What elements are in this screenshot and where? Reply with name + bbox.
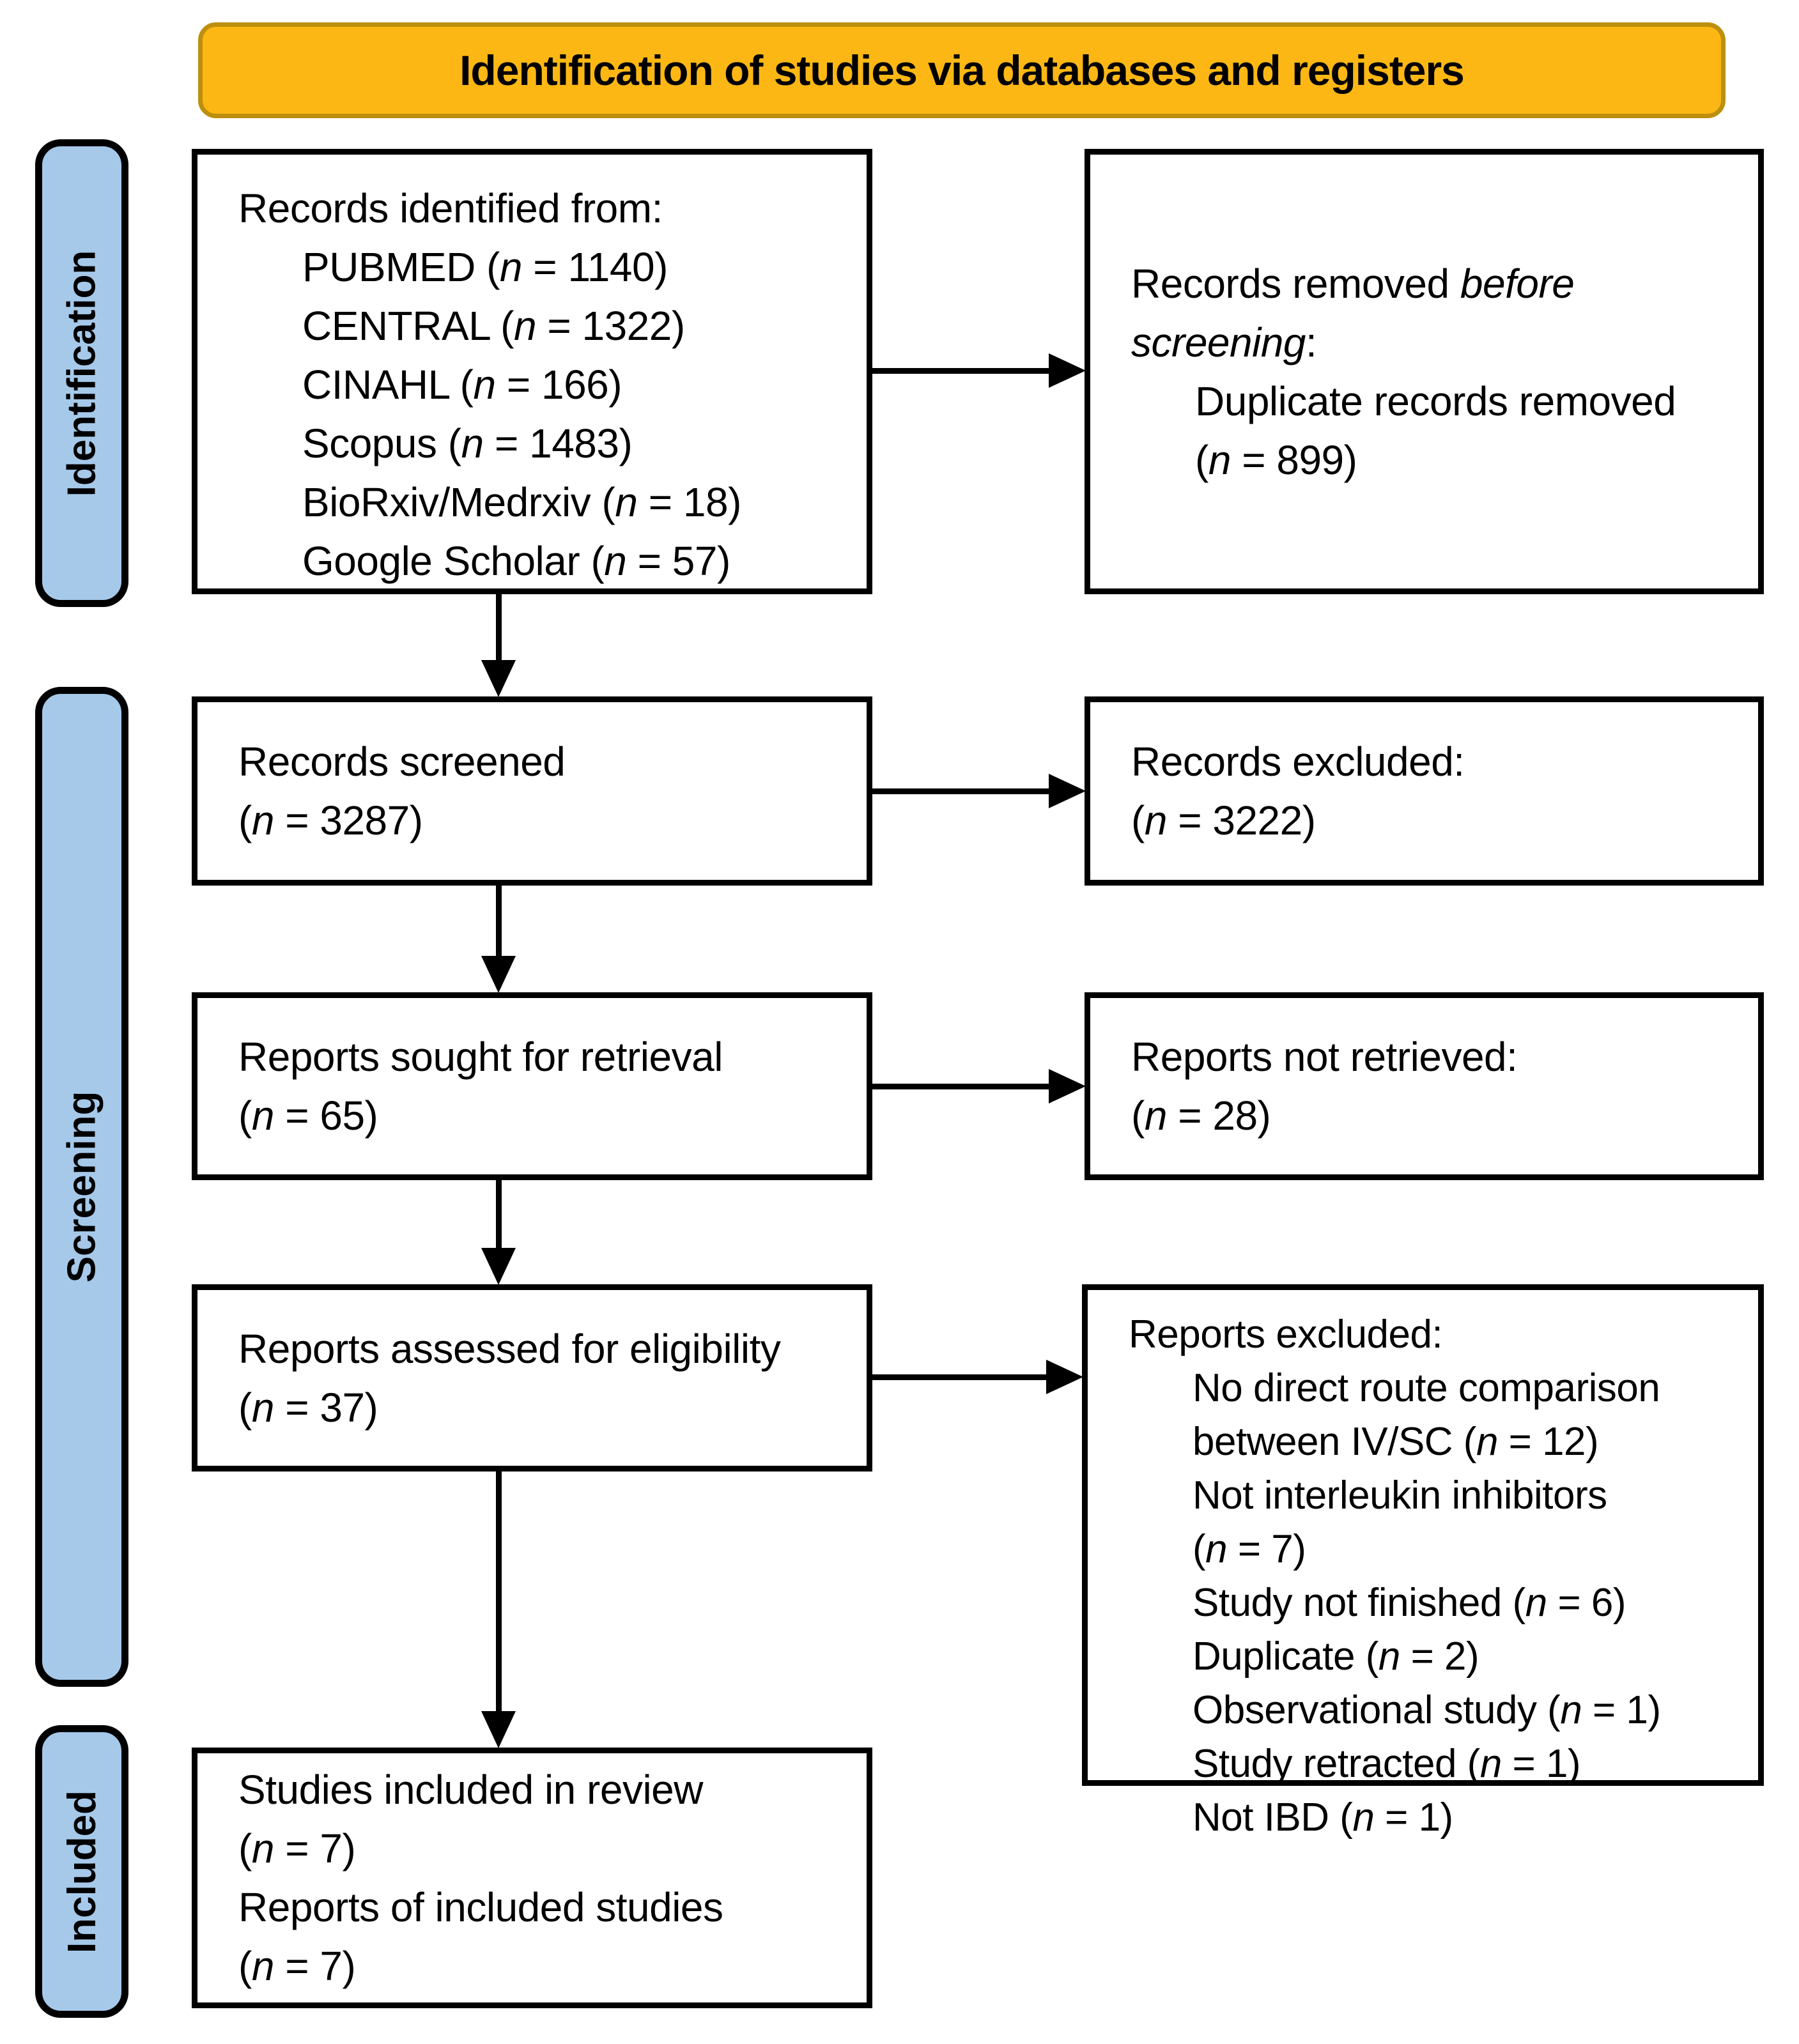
arrow-head-down-icon bbox=[481, 1711, 516, 1748]
stage-label-identification: Identification bbox=[35, 139, 128, 607]
box-line: Scopus (n = 1483) bbox=[302, 420, 633, 466]
arrow-head-right-icon bbox=[1046, 1360, 1083, 1394]
box-records-removed-before-screening: Records removed before screening: Duplicat… bbox=[1085, 149, 1764, 594]
box-line: CINAHL (n = 166) bbox=[302, 362, 622, 408]
arrow-stem bbox=[872, 1374, 1047, 1380]
diagram-title: Identification of studies via databases … bbox=[459, 47, 1465, 94]
arrow-head-down-icon bbox=[481, 956, 516, 993]
arrow-head-right-icon bbox=[1049, 1069, 1086, 1103]
arrow-stem bbox=[496, 886, 502, 957]
arrow-stem bbox=[496, 1180, 502, 1249]
box-records-excluded: Records excluded: (n = 3222) bbox=[1085, 696, 1764, 886]
arrow-stem bbox=[872, 368, 1050, 374]
box-line: Study retracted (n = 1) bbox=[1193, 1742, 1581, 1786]
box-line: Reports sought for retrieval bbox=[238, 1034, 723, 1080]
box-line: (n = 28) bbox=[1131, 1093, 1271, 1139]
box-line: Not IBD (n = 1) bbox=[1193, 1795, 1453, 1840]
header-banner: Identification of studies via databases … bbox=[198, 22, 1726, 118]
box-line: Google Scholar (n = 57) bbox=[302, 538, 730, 584]
arrow-head-right-icon bbox=[1049, 353, 1086, 388]
box-line: Records excluded: bbox=[1131, 739, 1465, 785]
stage-label-text: Included bbox=[59, 1790, 104, 1953]
stage-label-included: Included bbox=[35, 1725, 128, 2018]
arrow-head-right-icon bbox=[1049, 774, 1086, 808]
arrow-head-down-icon bbox=[481, 1248, 516, 1285]
box-line: CENTRAL (n = 1322) bbox=[302, 303, 685, 349]
box-line: (n = 7) bbox=[238, 1825, 356, 1871]
stage-label-screening: Screening bbox=[35, 687, 128, 1687]
box-reports-assessed-for-eligibility: Reports assessed for eligibility (n = 37) bbox=[192, 1284, 872, 1472]
box-records-identified: Records identified from: PUBMED (n = 1140… bbox=[192, 149, 872, 594]
box-line: Study not finished (n = 6) bbox=[1193, 1581, 1626, 1625]
box-line: (n = 899) bbox=[1195, 436, 1357, 483]
box-line: Reports assessed for eligibility bbox=[238, 1325, 781, 1372]
box-line: Duplicate (n = 2) bbox=[1193, 1634, 1479, 1679]
box-line: Records screened bbox=[238, 739, 566, 785]
stage-label-text: Screening bbox=[59, 1091, 104, 1283]
box-line: between IV/SC (n = 12) bbox=[1193, 1420, 1599, 1464]
box-studies-included-in-review: Studies included in review (n = 7) Reports… bbox=[192, 1748, 872, 2008]
box-line: (n = 65) bbox=[238, 1093, 378, 1139]
arrow-stem bbox=[496, 594, 502, 661]
box-line: Studies included in review bbox=[238, 1767, 703, 1813]
box-line: (n = 3287) bbox=[238, 797, 423, 843]
box-line: No direct route comparison bbox=[1193, 1366, 1660, 1410]
box-line: Records removed before bbox=[1131, 260, 1575, 307]
box-line: Reports of included studies bbox=[238, 1884, 723, 1930]
box-line: PUBMED (n = 1140) bbox=[302, 244, 668, 290]
arrow-head-down-icon bbox=[481, 660, 516, 697]
box-line: screening: bbox=[1131, 319, 1317, 365]
box-reports-sought-for-retrieval: Reports sought for retrieval (n = 65) bbox=[192, 992, 872, 1180]
box-line: Reports not retrieved: bbox=[1131, 1034, 1518, 1080]
box-line: Not interleukin inhibitors bbox=[1193, 1473, 1607, 1518]
box-records-screened: Records screened (n = 3287) bbox=[192, 696, 872, 886]
box-line: (n = 7) bbox=[238, 1943, 356, 1989]
arrow-stem bbox=[872, 1084, 1050, 1089]
arrow-stem bbox=[872, 788, 1050, 794]
arrow-stem bbox=[496, 1472, 502, 1712]
box-line: Records identified from: bbox=[238, 185, 663, 231]
stage-label-text: Identification bbox=[59, 250, 104, 496]
box-line: Reports excluded: bbox=[1129, 1312, 1443, 1356]
box-line: (n = 3222) bbox=[1131, 797, 1316, 843]
box-line: (n = 7) bbox=[1193, 1527, 1306, 1571]
box-reports-not-retrieved: Reports not retrieved: (n = 28) bbox=[1085, 992, 1764, 1180]
box-line: BioRxiv/Medrxiv (n = 18) bbox=[302, 479, 741, 525]
box-line: Observational study (n = 1) bbox=[1193, 1688, 1661, 1732]
box-line: (n = 37) bbox=[238, 1384, 378, 1431]
box-reports-excluded: Reports excluded: No direct route compari… bbox=[1082, 1284, 1764, 1840]
box-line: Duplicate records removed bbox=[1195, 378, 1676, 424]
